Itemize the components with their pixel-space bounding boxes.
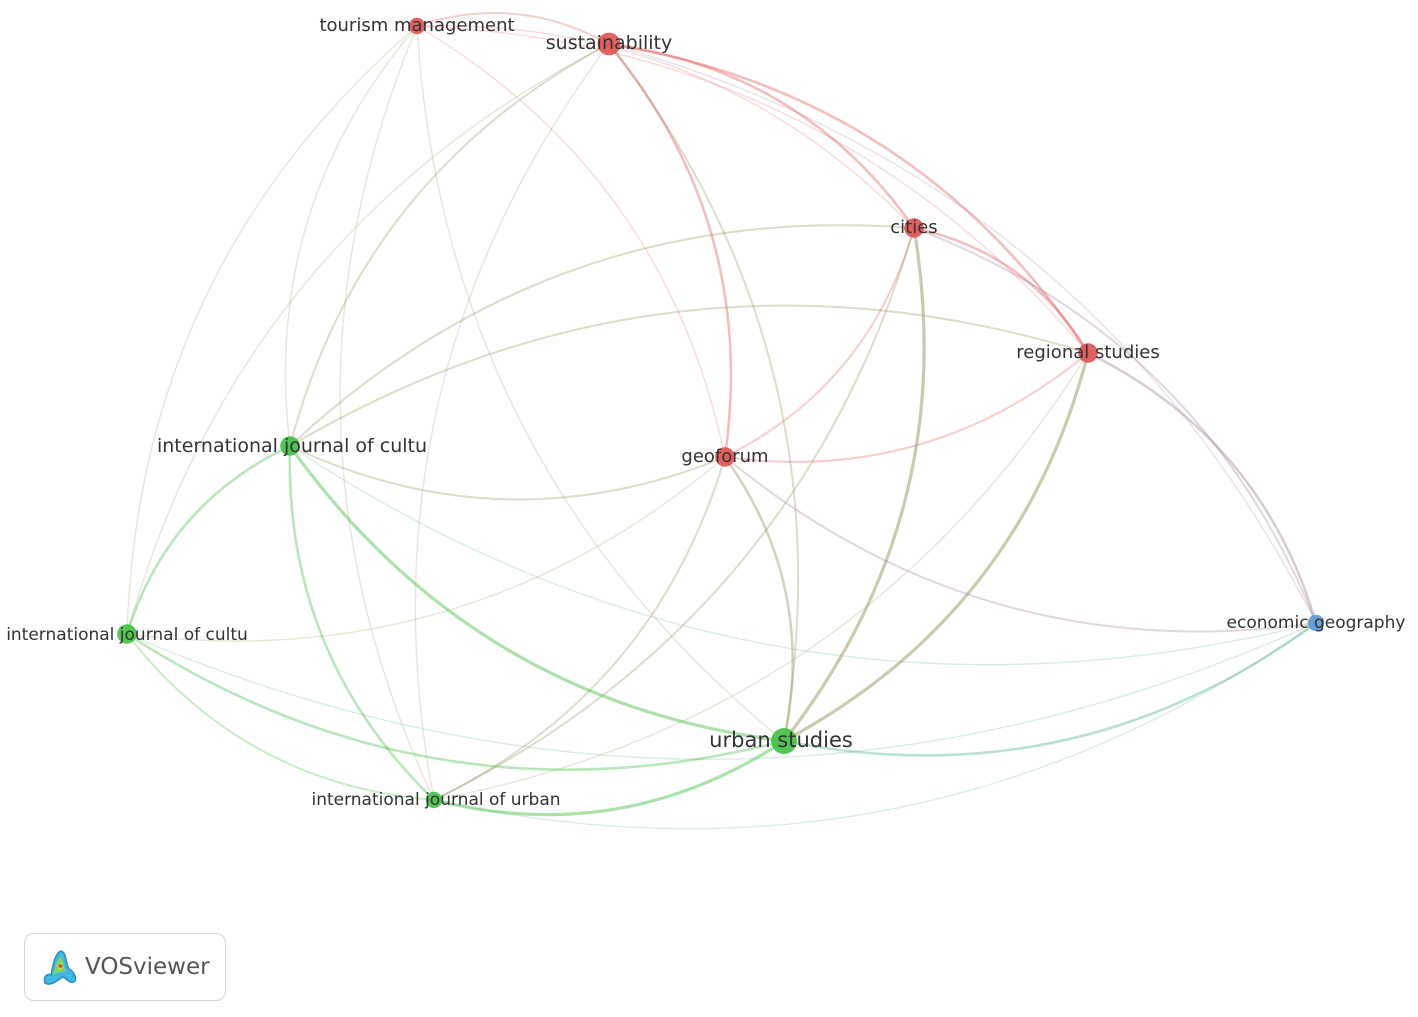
link-regional-urban [782,351,1090,743]
node-regional[interactable] [1078,343,1098,363]
link-ijcs1-urban [288,444,786,743]
node-label-ijcs2[interactable]: international journal of cultu [6,625,248,645]
link-tourism-ijcs2 [126,25,418,635]
node-label-cities[interactable]: cities [890,217,937,238]
vosviewer-logo-icon [43,950,77,985]
vosviewer-badge: VOSviewer [24,933,226,1001]
link-cities-geoforum [724,227,915,458]
link-cities-ijurban [433,227,915,801]
link-layer [125,11,1318,830]
node-ijcs2[interactable] [117,624,137,644]
node-ijurban[interactable] [425,791,443,809]
node-urban[interactable] [771,728,797,754]
node-label-econgeo[interactable]: economic geography [1227,613,1406,633]
link-ijcs2-ijurban [126,633,435,801]
node-sustainability[interactable] [597,32,621,56]
link-geoforum-ijurban [433,456,726,801]
link-sustainability-cities [607,42,916,230]
link-tourism-ijurban [339,25,435,801]
link-ijcs2-econgeo [126,622,1317,760]
vosviewer-brand-label: VOSviewer [85,954,210,980]
link-regional-geoforum [724,352,1089,463]
label-layer: tourism management sustainability cities re… [6,15,1405,810]
link-ijcs1-ijcs2 [125,444,292,636]
link-sustainability-ijcs2 [126,43,610,635]
link-regional-econgeo [1086,351,1318,625]
link-geoforum-urban [723,455,794,743]
node-label-urban[interactable]: urban studies [709,728,853,752]
link-sustainability-urban [608,43,800,742]
link-sustainability-geoforum [607,42,733,459]
link-geoforum-econgeo [724,456,1317,633]
link-sustainability-ijcs1 [289,43,610,447]
node-ijcs1[interactable] [280,436,300,456]
link-sustainability-ijurban [414,43,610,801]
link-ijurban-econgeo [433,622,1317,830]
node-label-ijcs1[interactable]: international journal of cultu [157,435,427,457]
link-tourism-sustainability [416,11,610,45]
link-ijcs1-ijurban [288,444,436,802]
link-tourism-ijcs1 [284,25,418,447]
node-label-ijurban[interactable]: international journal of urban [311,790,560,810]
link-cities-ijcs1 [289,224,915,447]
link-cities-econgeo [913,227,1317,624]
link-tourism-geoforum [416,25,726,458]
node-layer [117,17,1325,809]
link-regional-ijurban [433,352,1089,801]
node-cities[interactable] [904,218,924,238]
link-ijcs1-econgeo [289,445,1317,666]
link-sustainability-econgeo [608,43,1317,624]
link-regional-ijcs1 [289,304,1089,447]
node-label-regional[interactable]: regional studies [1016,342,1159,363]
link-urban-ijurban [432,739,786,817]
link-cities-regional [912,226,1090,355]
node-econgeo[interactable] [1307,614,1325,632]
node-label-sustainability[interactable]: sustainability [546,32,673,54]
node-geoforum[interactable] [715,447,735,467]
node-label-geoforum[interactable]: geoforum [681,446,768,467]
node-tourism[interactable] [408,17,426,35]
link-tourism-urban [416,25,785,742]
node-label-tourism[interactable]: tourism management [319,15,514,36]
link-ijcs2-urban [125,632,786,771]
link-cities-urban [782,226,926,743]
link-tourism-cities [416,24,915,229]
link-geoforum-ijcs1 [289,445,726,501]
link-sustainability-regional [607,42,1090,355]
link-urban-econgeo [782,621,1318,757]
link-geoforum-ijcs2 [126,456,726,642]
link-tourism-regional [416,25,1089,354]
